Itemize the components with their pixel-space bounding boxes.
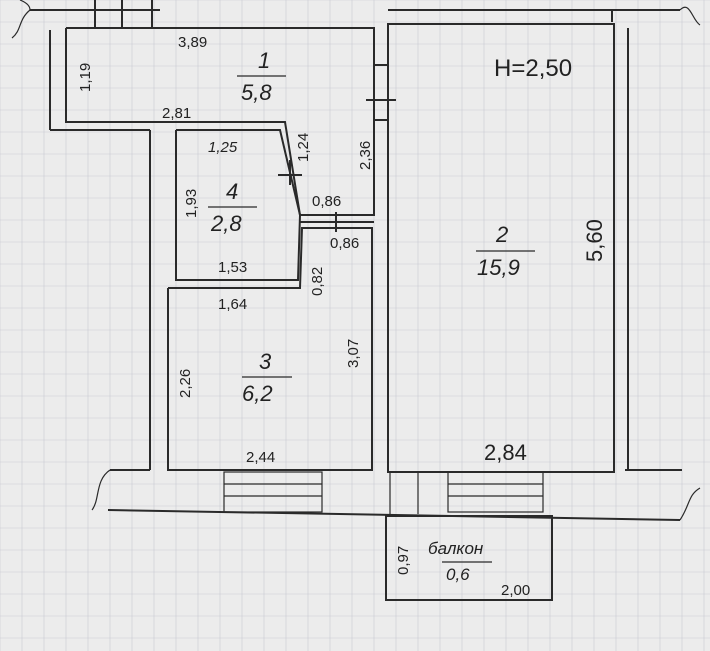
dim-2-00: 2,00 — [501, 582, 530, 599]
dim-0-97: 0,97 — [395, 546, 412, 575]
dimension-labels: 3,89 1,19 2,81 1,25 1,24 2,36 1,93 0,86 … — [77, 34, 607, 599]
dim-2-81: 2,81 — [162, 105, 191, 122]
room-4-outline — [175, 129, 302, 281]
dim-3-07: 3,07 — [345, 339, 362, 368]
height-label: H=2,50 — [494, 55, 572, 82]
room-3-area: 6,2 — [242, 381, 273, 406]
balcony-area: 0,6 — [446, 565, 470, 584]
dim-5-60: 5,60 — [582, 219, 607, 262]
dim-1-93: 1,93 — [183, 189, 200, 218]
dim-0-82: 0,82 — [309, 267, 326, 296]
room-2-number: 2 — [495, 222, 508, 247]
dim-1-19: 1,19 — [77, 63, 94, 92]
room-4-area: 2,8 — [210, 211, 242, 236]
room-2-area: 15,9 — [477, 255, 520, 280]
dim-3-89: 3,89 — [178, 34, 207, 51]
balcony-name: балкон — [428, 539, 484, 558]
dim-1-25: 1,25 — [208, 139, 238, 156]
balcony-outline — [385, 515, 553, 601]
dim-2-84: 2,84 — [484, 440, 527, 465]
room-2-outline — [387, 23, 615, 473]
room-3-number: 3 — [259, 349, 272, 374]
dim-2-36: 2,36 — [357, 141, 374, 170]
dim-1-64: 1,64 — [218, 296, 247, 313]
dim-2-44: 2,44 — [246, 449, 275, 466]
room-1-number: 1 — [258, 48, 270, 73]
door-marks — [278, 64, 396, 232]
dim-1-24: 1,24 — [295, 133, 312, 162]
dim-2-26: 2,26 — [177, 369, 194, 398]
windows — [223, 471, 544, 514]
dim-0-86-top: 0,86 — [312, 193, 341, 210]
room-1-area: 5,8 — [241, 80, 272, 105]
dim-0-86-bottom: 0,86 — [330, 235, 359, 252]
fraction-lines — [208, 75, 535, 563]
dim-1-53: 1,53 — [218, 259, 247, 276]
room-4-number: 4 — [226, 179, 238, 204]
room-3-outline — [167, 227, 373, 471]
